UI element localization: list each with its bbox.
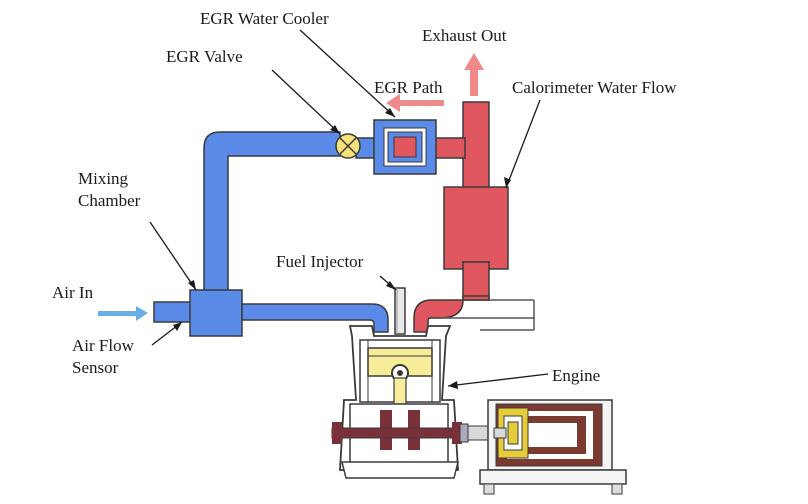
label-egr-path: EGR Path	[374, 78, 443, 97]
label-exhaust-out: Exhaust Out	[422, 26, 507, 45]
label-air-in: Air In	[52, 283, 94, 302]
label-air-flow-sensor-line1: Air Flow	[72, 336, 134, 355]
label-mixing-chamber-line1: Mixing	[78, 169, 129, 188]
label-air-flow-sensor-line2: Sensor	[72, 358, 119, 377]
egr-path-arrow	[386, 94, 444, 112]
exhaust-manifold-pipe	[413, 295, 490, 333]
exhaust-lower-pipe	[462, 261, 490, 301]
air-in-arrow	[98, 306, 148, 321]
label-mixing-chamber-line2: Chamber	[78, 191, 141, 210]
label-calorimeter-water-flow: Calorimeter Water Flow	[512, 78, 677, 97]
exhaust-system	[413, 101, 509, 333]
shaft-coupling	[459, 423, 495, 443]
exhaust-out-arrow	[464, 53, 484, 96]
egr-water-cooler	[373, 119, 437, 175]
air-inlet-pipe	[153, 301, 195, 323]
mixing-chamber	[189, 289, 243, 337]
egr-return-pipe	[203, 131, 341, 296]
crankshaft	[331, 427, 467, 439]
intake-system	[153, 131, 389, 337]
frame-lines	[440, 299, 535, 331]
egr-hot-link	[434, 137, 466, 159]
exhaust-stack	[462, 101, 490, 198]
dynamometer	[479, 399, 627, 495]
engine	[331, 325, 467, 479]
label-egr-water-cooler: EGR Water Cooler	[200, 9, 329, 28]
label-engine: Engine	[552, 366, 601, 385]
egr-valve	[335, 133, 361, 159]
label-egr-valve: EGR Valve	[166, 47, 243, 66]
fuel-injector	[394, 287, 406, 335]
label-fuel-injector: Fuel Injector	[276, 252, 364, 271]
leader-lines	[149, 29, 549, 389]
calorimeter	[443, 186, 509, 270]
